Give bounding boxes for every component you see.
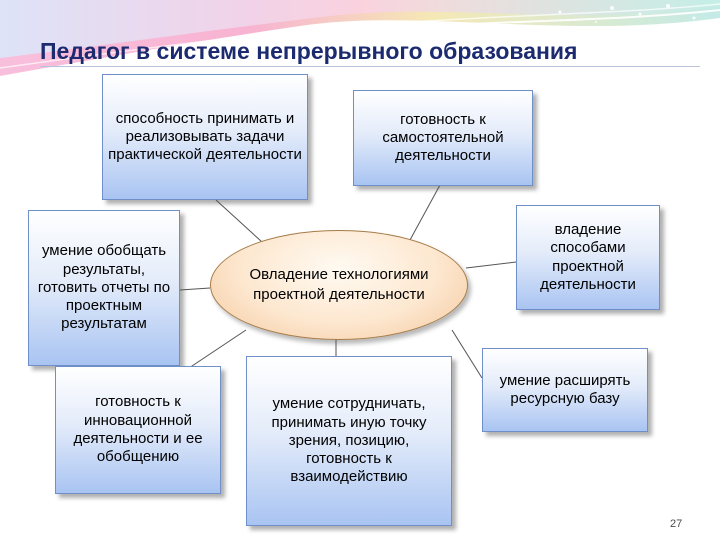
connector-project-methods [466, 262, 516, 268]
box-resource-base-text: умение расширять ресурсную базу [487, 372, 643, 409]
connector-resources [452, 330, 482, 378]
box-independent-activity: готовность к самостоятельной деятельност… [353, 90, 533, 186]
box-practical-tasks-text: способность принимать и реализовывать за… [107, 110, 303, 165]
center-oval-text: Овладение технологиями проектной деятель… [225, 265, 453, 306]
box-innovation-readiness: готовность к инновационной деятельности … [55, 366, 221, 494]
box-cooperation: умение сотрудничать, принимать иную точк… [246, 356, 452, 526]
box-project-methods-text: владение способами проектной деятельност… [521, 221, 655, 294]
connector-independent [410, 185, 440, 240]
box-resource-base: умение расширять ресурсную базу [482, 348, 648, 432]
connector-generalize [180, 288, 210, 290]
box-cooperation-text: умение сотрудничать, принимать иную точк… [251, 395, 447, 486]
box-independent-activity-text: готовность к самостоятельной деятельност… [358, 111, 528, 166]
box-practical-tasks: способность принимать и реализовывать за… [102, 74, 308, 200]
box-innovation-readiness-text: готовность к инновационной деятельности … [60, 393, 216, 466]
center-oval: Овладение технологиями проектной деятель… [210, 230, 468, 340]
page-number: 27 [670, 518, 682, 530]
box-generalize-results: умение обобщать результаты, готовить отч… [28, 210, 180, 366]
box-generalize-results-text: умение обобщать результаты, готовить отч… [33, 242, 175, 333]
connector-practical [216, 200, 262, 242]
box-project-methods: владение способами проектной деятельност… [516, 205, 660, 310]
